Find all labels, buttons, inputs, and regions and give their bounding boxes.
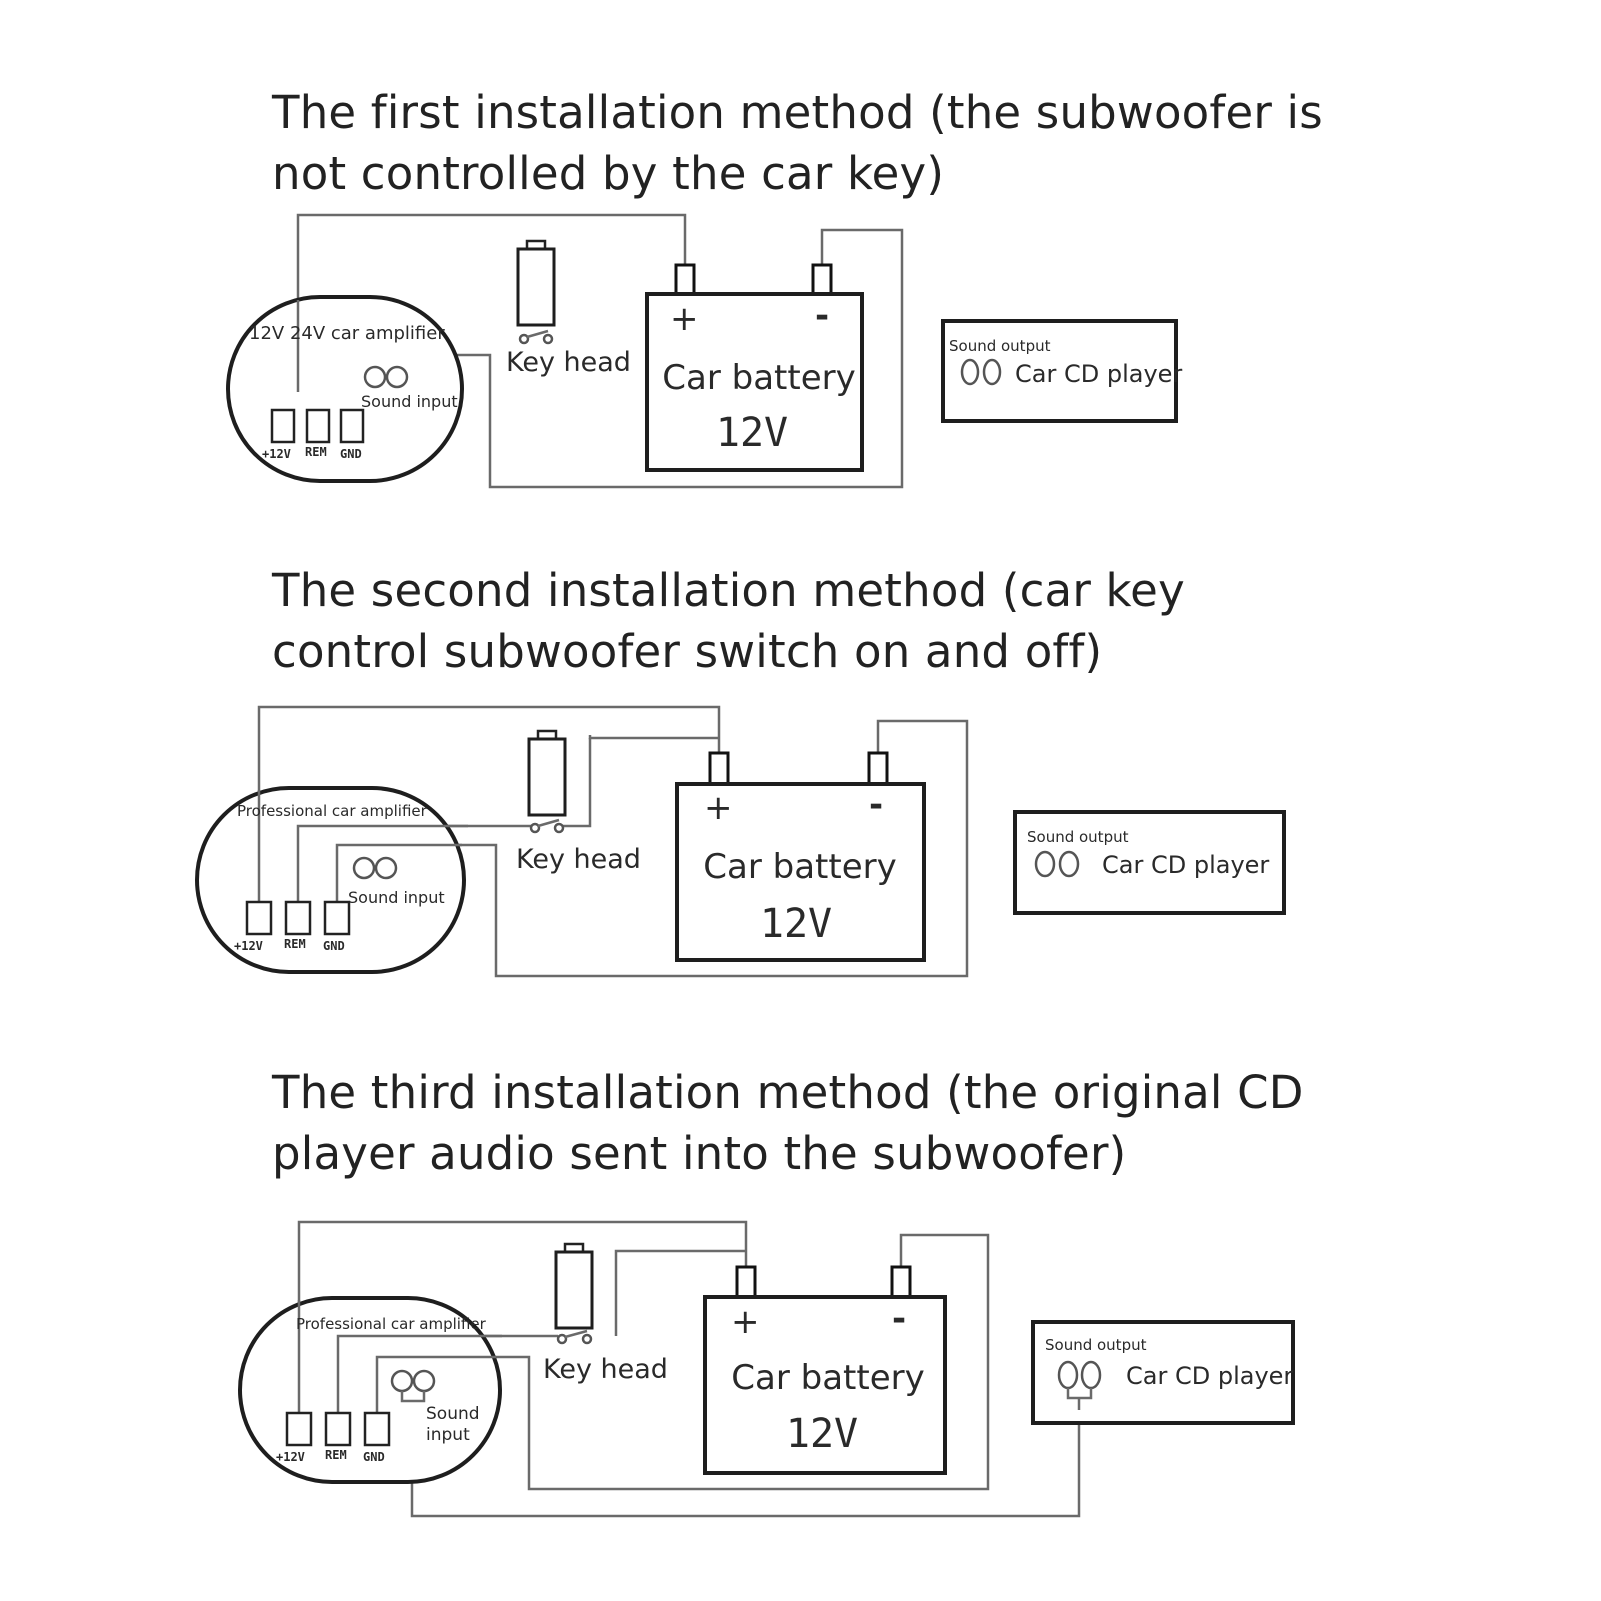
method-3-title-line-2: player audio sent into the subwoofer)	[272, 1127, 1127, 1180]
method-1-terminal-rem	[305, 408, 331, 444]
method-1-title-line-2: not controlled by the car key)	[272, 147, 945, 200]
method-2-diagram: Professional car amplifier Sound input +…	[195, 705, 1286, 978]
method-3-terminal-gnd-label: GND	[363, 1450, 385, 1464]
method-2-title: The second installation method (car key …	[272, 560, 1332, 682]
method-1-sound-input-jack-right	[385, 365, 409, 389]
method-1-terminal-12v	[270, 408, 296, 444]
method-1-cd-sound-output-label: Sound output	[949, 337, 1051, 355]
method-2-cd-player-label: Car CD player	[1102, 851, 1269, 879]
method-3-title-line-1: The third installation method (the origi…	[272, 1066, 1304, 1119]
method-2-battery-minus-sign: -	[869, 785, 883, 825]
method-1-battery-label: Car battery	[662, 358, 855, 398]
method-1-battery-minus-sign: -	[815, 296, 829, 336]
method-1-sound-input-label: Sound input	[361, 392, 458, 411]
method-3-battery-label: Car battery	[731, 1358, 924, 1398]
method-3-terminal-12v-label: +12V	[276, 1450, 305, 1464]
method-2-key-switch-right	[553, 822, 565, 834]
method-3-key-switch-lever	[564, 1329, 588, 1339]
method-2-battery-plus-post	[708, 751, 730, 786]
method-1-title: The first installation method (the subwo…	[272, 82, 1332, 204]
method-3-sound-input-label-line-2: input	[426, 1425, 470, 1445]
method-3-title: The third installation method (the origi…	[272, 1062, 1332, 1184]
method-3-key-head-label: Key head	[543, 1354, 668, 1385]
method-1-key-body	[516, 247, 556, 327]
method-3-battery-plus-sign: +	[731, 1302, 760, 1342]
method-3-cd-sound-output-label: Sound output	[1045, 1336, 1147, 1354]
method-1-cd-player	[941, 319, 1178, 423]
method-2-terminal-rem-label: REM	[284, 937, 306, 951]
method-1-terminal-12v-label: +12V	[262, 447, 291, 461]
method-2-wire-gnd-internal	[335, 843, 462, 902]
method-2-key-head-label: Key head	[516, 844, 641, 875]
method-2-cd-jack-left	[1034, 850, 1056, 878]
method-1-amplifier-label: 12V 24V car amplifier	[249, 323, 445, 344]
method-1-title-line-1: The first installation method (the subwo…	[272, 86, 1323, 139]
method-1-key-switch-lever	[526, 329, 549, 339]
method-3-battery-voltage: 12V	[786, 1411, 858, 1457]
method-2-title-line-2: control subwoofer switch on and off)	[272, 625, 1103, 678]
method-2-terminal-rem	[284, 900, 312, 936]
method-2-battery	[675, 782, 926, 962]
method-1-diagram: 12V 24V car amplifier Sound input +12V R…	[226, 213, 1182, 489]
method-2-battery-label: Car battery	[703, 847, 896, 887]
method-3-terminal-rem-label: REM	[325, 1448, 347, 1462]
method-2-key-switch-left	[529, 822, 541, 834]
method-2-amplifier-label: Professional car amplifier	[237, 802, 428, 820]
method-3-battery-minus-post	[890, 1265, 912, 1300]
method-3-key-switch-right	[581, 1333, 593, 1345]
method-3-wire-gnd-internal	[375, 1355, 496, 1413]
method-2-terminal-12v-label: +12V	[234, 939, 263, 953]
method-1-battery-minus-post	[811, 263, 833, 298]
method-2-key-switch-lever	[537, 818, 560, 828]
method-2-cd-sound-output-label: Sound output	[1027, 828, 1129, 846]
method-2-title-line-1: The second installation method (car key	[272, 564, 1185, 617]
method-1-battery-voltage: 12V	[716, 410, 788, 456]
method-3-diagram: Professional car amplifier Sound input +…	[238, 1220, 1295, 1518]
method-2-terminal-12v	[245, 900, 273, 936]
method-1-terminal-gnd-label: GND	[340, 447, 362, 461]
method-3-terminal-gnd	[363, 1411, 391, 1447]
method-3-wire-rem-internal	[336, 1334, 502, 1413]
method-1-cd-jack-right	[982, 358, 1002, 386]
method-3-battery-minus-sign: -	[892, 1299, 906, 1339]
method-2-sound-input-jack-left	[352, 856, 376, 880]
method-1-cd-player-label: Car CD player	[1015, 360, 1182, 388]
method-2-battery-plus-sign: +	[704, 788, 733, 828]
method-2-wire-key-right-to-battery	[563, 738, 592, 828]
method-2-key-body	[527, 737, 567, 817]
method-2-sound-input-jack-right	[374, 856, 398, 880]
method-3-key-switch-left	[556, 1333, 568, 1345]
method-1-sound-input-jack-left	[363, 365, 387, 389]
method-3-key-body	[554, 1250, 594, 1330]
method-2-cd-jack-right	[1058, 850, 1080, 878]
method-3-terminal-12v	[285, 1411, 313, 1447]
method-2-battery-minus-post	[867, 751, 889, 786]
method-1-key-switch-left	[518, 333, 530, 345]
method-3-wire-battery-plus-to-key	[614, 1249, 746, 1336]
method-2-terminal-gnd-label: GND	[323, 939, 345, 953]
method-1-cd-jack-left	[960, 358, 980, 386]
method-2-sound-input-label: Sound input	[348, 888, 445, 907]
method-2-terminal-gnd	[323, 900, 351, 936]
method-3-cd-player-label: Car CD player	[1126, 1362, 1293, 1390]
method-2-wire-battery-plus-to-key	[588, 735, 719, 740]
method-1-battery-plus-post	[674, 263, 696, 298]
method-2-battery-voltage: 12V	[760, 901, 832, 947]
method-3-battery	[703, 1295, 947, 1475]
method-1-terminal-gnd	[339, 408, 365, 444]
method-1-key-head-label: Key head	[506, 347, 631, 378]
method-3-terminal-rem	[324, 1411, 352, 1447]
method-3-battery-plus-post	[735, 1265, 757, 1300]
method-1-battery	[645, 292, 864, 472]
method-3-sound-input-label-line-1: Sound	[426, 1404, 480, 1424]
method-3-sound-input-jack-join	[400, 1391, 426, 1403]
method-3-amplifier-label: Professional car amplifier	[296, 1315, 487, 1333]
method-1-battery-plus-sign: +	[670, 299, 699, 339]
method-2-wire-rem-internal	[296, 824, 468, 902]
method-1-key-switch-right	[542, 333, 554, 345]
method-1-terminal-rem-label: REM	[305, 445, 327, 459]
